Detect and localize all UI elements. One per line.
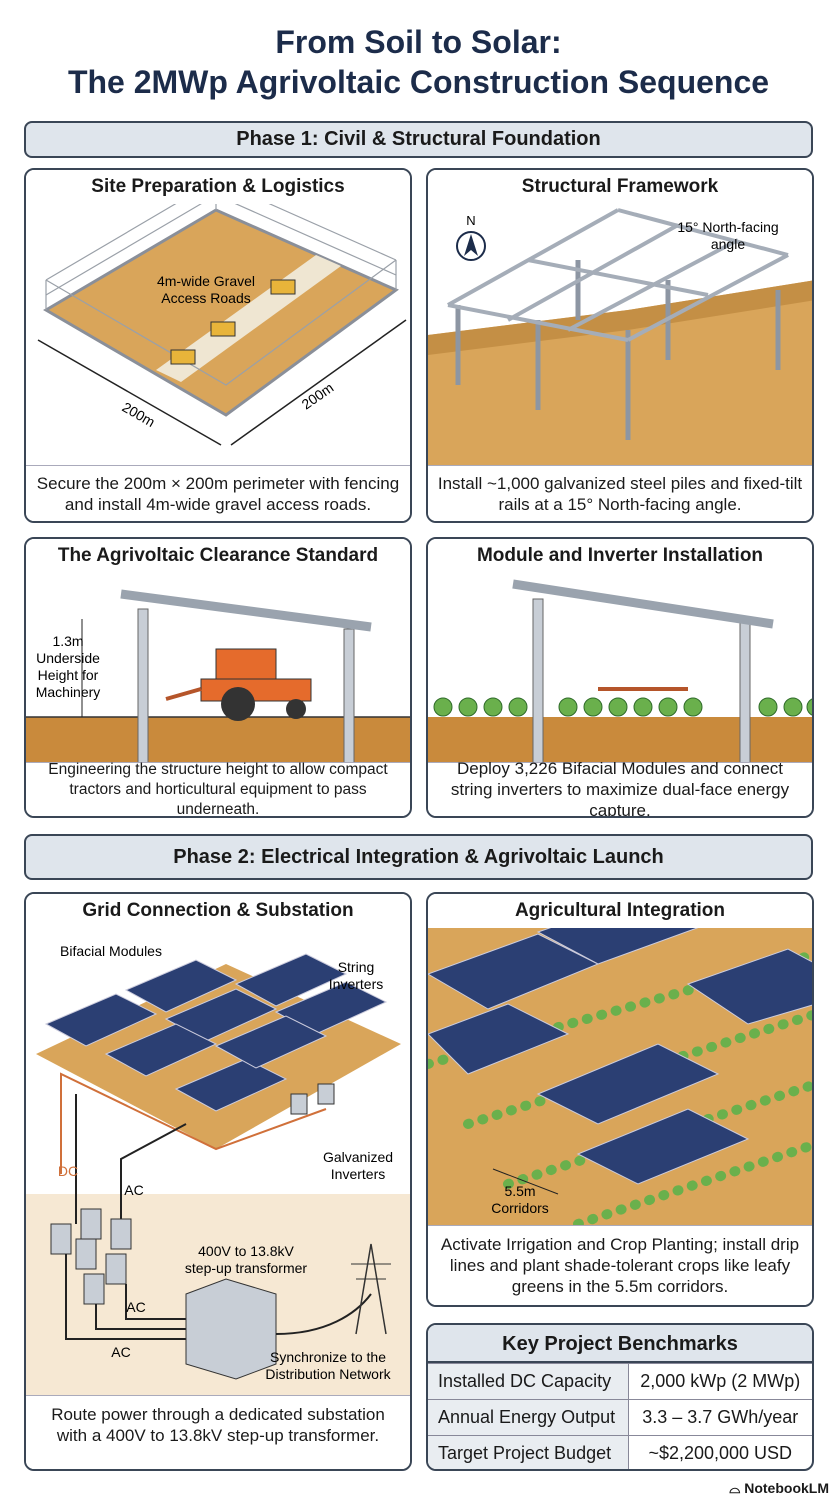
label-sync-2: Distribution Network: [265, 1366, 391, 1382]
dim-left: 200m: [120, 399, 158, 430]
height-label-1: 1.3m: [52, 633, 83, 649]
label-ac-1: AC: [124, 1182, 143, 1198]
label-string-inverters-2: Inverters: [329, 976, 383, 992]
panel-title: Grid Connection & Substation: [26, 894, 410, 928]
brand-label: NotebookLM: [744, 1480, 829, 1496]
panel-caption: Deploy 3,226 Bifacial Modules and connec…: [428, 759, 812, 816]
table-row: Target Project Budget~$2,200,000 USD: [428, 1435, 812, 1469]
label-sync-1: Synchronize to the: [270, 1349, 386, 1365]
panel-site-preparation: Site Preparation & Logistics 4m-wide Gra…: [24, 168, 412, 523]
label-transformer-2: step-up transformer: [185, 1260, 307, 1276]
height-label-4: Machinery: [36, 684, 101, 700]
compass-label: N: [466, 213, 475, 228]
agri-illustration: 5.5m Corridors: [428, 928, 812, 1228]
panel-title: Structural Framework: [428, 170, 812, 204]
phase-2-header: Phase 2: Electrical Integration & Agrivo…: [24, 834, 813, 880]
panel-grid-connection: Grid Connection & Substation Bifacial Mo…: [24, 892, 412, 1471]
clearance-illustration: 1.3m Underside Height for Machinery: [26, 589, 410, 769]
panel-module-installation: Module and Inverter Installation Deploy …: [426, 537, 814, 818]
panel-caption: Secure the 200m × 200m perimeter with fe…: [26, 465, 410, 521]
panel-title: Agricultural Integration: [428, 894, 812, 928]
title-line-2: The 2MWp Agrivoltaic Construction Sequen…: [67, 64, 770, 100]
dim-right: 200m: [299, 379, 337, 412]
benchmark-value: ~$2,200,000 USD: [628, 1435, 812, 1469]
panel-title: Site Preparation & Logistics: [26, 170, 410, 204]
title-line-1: From Soil to Solar:: [275, 24, 562, 60]
site-illustration: 4m-wide Gravel Access Roads 200m 200m: [37, 179, 407, 446]
height-label-2: Underside: [36, 650, 100, 666]
notebooklm-brand: ⌓ NotebookLM: [729, 1480, 829, 1497]
corridor-label-2: Corridors: [491, 1200, 549, 1216]
angle-label-1: 15° North-facing: [677, 219, 778, 235]
benchmark-value: 3.3 – 3.7 GWh/year: [628, 1399, 812, 1436]
panel-agricultural-integration: Agricultural Integration 5.5m Corridors …: [426, 892, 814, 1307]
panel-caption: Engineering the structure height to allo…: [26, 761, 410, 816]
panel-caption: Activate Irrigation and Crop Planting; i…: [428, 1225, 812, 1305]
panel-title: Module and Inverter Installation: [428, 539, 812, 573]
notebooklm-logo-icon: ⌓: [729, 1480, 745, 1496]
roads-label-1: 4m-wide Gravel: [157, 273, 255, 289]
roads-label-2: Access Roads: [161, 290, 250, 306]
angle-label-2: angle: [711, 236, 745, 252]
panel-caption: Install ~1,000 galvanized steel piles an…: [428, 465, 812, 521]
label-dc: DC: [58, 1163, 78, 1179]
label-bifacial-modules: Bifacial Modules: [60, 943, 162, 959]
phase-1-header: Phase 1: Civil & Structural Foundation: [24, 121, 813, 158]
grid-illustration: Bifacial Modules String Inverters Galvan…: [26, 943, 410, 1399]
panel-title: The Agrivoltaic Clearance Standard: [26, 539, 410, 573]
benchmark-value: 2,000 kWp (2 MWp): [628, 1363, 812, 1400]
panel-caption: Route power through a dedicated substati…: [26, 1395, 410, 1469]
benchmark-key: Installed DC Capacity: [428, 1363, 629, 1400]
label-ac-3: AC: [111, 1344, 130, 1360]
height-label-3: Height for: [38, 667, 99, 683]
module-illustration: [428, 579, 812, 769]
label-string-inverters-1: String: [338, 959, 375, 975]
benchmarks-table: Key Project Benchmarks Installed DC Capa…: [426, 1323, 814, 1471]
framework-illustration: N 15° North-facing angle: [428, 208, 812, 470]
panel-structural-framework: Structural Framework N 15° North-facing …: [426, 168, 814, 523]
benchmarks-title: Key Project Benchmarks: [428, 1325, 812, 1363]
label-galvanized-inverters-1: Galvanized: [323, 1149, 393, 1165]
corridor-label-1: 5.5m: [504, 1183, 535, 1199]
panel-clearance-standard: The Agrivoltaic Clearance Standard 1.3m …: [24, 537, 412, 818]
label-transformer-1: 400V to 13.8kV: [198, 1243, 294, 1259]
label-ac-2: AC: [126, 1299, 145, 1315]
label-galvanized-inverters-2: Inverters: [331, 1166, 385, 1182]
benchmark-key: Annual Energy Output: [428, 1399, 629, 1436]
benchmark-key: Target Project Budget: [428, 1435, 629, 1469]
